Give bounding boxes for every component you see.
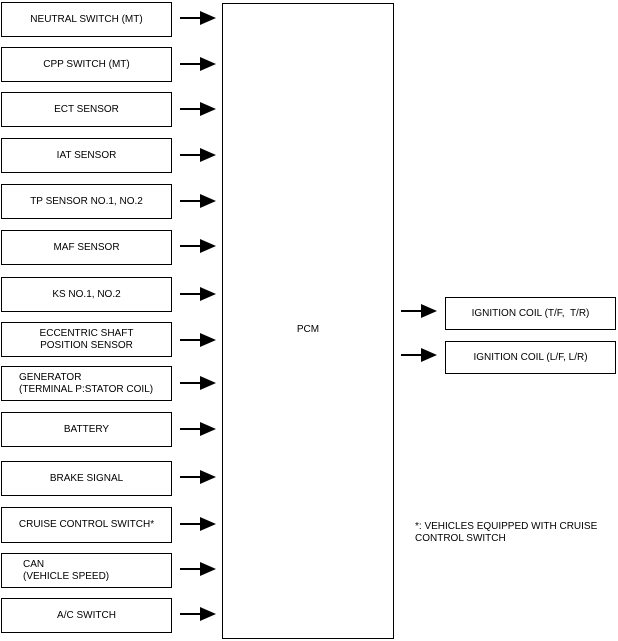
input-iat-sensor: IAT SENSOR	[1, 138, 172, 173]
input-label: CAN (VEHICLE SPEED)	[23, 558, 110, 582]
input-ac-switch: A/C SWITCH	[1, 598, 172, 633]
input-can-vehicle-speed: CAN (VEHICLE SPEED)	[1, 553, 172, 588]
input-cpp-switch: CPP SWITCH (MT)	[1, 47, 172, 82]
input-label: CPP SWITCH (MT)	[43, 58, 130, 70]
input-label: BRAKE SIGNAL	[49, 472, 124, 484]
arrow-iat-sensor-to-pcm	[180, 148, 216, 162]
arrow-cruise-control-switch-to-pcm	[180, 517, 216, 531]
input-label: IAT SENSOR	[56, 149, 117, 161]
pcm-label: PCM	[296, 324, 320, 335]
input-eccentric-shaft-position-sensor: ECCENTRIC SHAFT POSITION SENSOR	[1, 322, 172, 357]
input-tp-sensor: TP SENSOR NO.1, NO.2	[1, 184, 172, 219]
arrow-eccentric-shaft-sensor-to-pcm	[180, 333, 216, 347]
arrow-battery-to-pcm	[180, 422, 216, 436]
arrow-neutral-switch-to-pcm	[180, 11, 216, 25]
arrow-can-to-pcm	[180, 562, 216, 576]
output-ignition-coil-tf-tr: IGNITION COIL (T/F, T/R)	[445, 297, 616, 330]
input-label: MAF SENSOR	[53, 241, 120, 253]
input-label: BATTERY	[63, 423, 110, 435]
input-knock-sensors: KS NO.1, NO.2	[1, 277, 172, 312]
output-ignition-coil-lf-lr: IGNITION COIL (L/F, L/R)	[445, 341, 616, 374]
input-battery: BATTERY	[1, 412, 172, 447]
arrow-knock-sensors-to-pcm	[180, 287, 216, 301]
input-generator: GENERATOR (TERMINAL P:STATOR COIL)	[1, 366, 172, 401]
input-maf-sensor: MAF SENSOR	[1, 230, 172, 265]
input-brake-signal: BRAKE SIGNAL	[1, 461, 172, 496]
output-label: IGNITION COIL (L/F, L/R)	[473, 351, 588, 363]
arrow-pcm-to-ignition-coil-tf-tr	[401, 304, 437, 318]
arrow-ac-switch-to-pcm	[180, 607, 216, 621]
arrow-brake-signal-to-pcm	[180, 470, 216, 484]
input-label: A/C SWITCH	[57, 609, 116, 621]
input-label: TP SENSOR NO.1, NO.2	[30, 195, 143, 207]
arrow-tp-sensor-to-pcm	[180, 194, 216, 208]
arrow-ect-sensor-to-pcm	[180, 102, 216, 116]
output-label: IGNITION COIL (T/F, T/R)	[471, 307, 590, 319]
arrow-pcm-to-ignition-coil-lf-lr	[401, 348, 437, 362]
arrow-maf-sensor-to-pcm	[180, 239, 216, 253]
footnote: *: VEHICLES EQUIPPED WITH CRUISE CONTROL…	[415, 521, 598, 544]
pcm-block: PCM	[222, 3, 394, 639]
input-ect-sensor: ECT SENSOR	[1, 92, 172, 127]
input-neutral-switch: NEUTRAL SWITCH (MT)	[1, 2, 172, 37]
input-cruise-control-switch: CRUISE CONTROL SWITCH*	[1, 507, 172, 543]
input-label: GENERATOR (TERMINAL P:STATOR COIL)	[19, 371, 154, 395]
input-label: KS NO.1, NO.2	[52, 288, 121, 300]
input-label: ECCENTRIC SHAFT POSITION SENSOR	[39, 327, 134, 351]
arrow-generator-to-pcm	[180, 376, 216, 390]
input-label: NEUTRAL SWITCH (MT)	[30, 13, 143, 25]
arrow-cpp-switch-to-pcm	[180, 57, 216, 71]
input-label: CRUISE CONTROL SWITCH*	[18, 519, 155, 530]
input-label: ECT SENSOR	[54, 103, 119, 115]
